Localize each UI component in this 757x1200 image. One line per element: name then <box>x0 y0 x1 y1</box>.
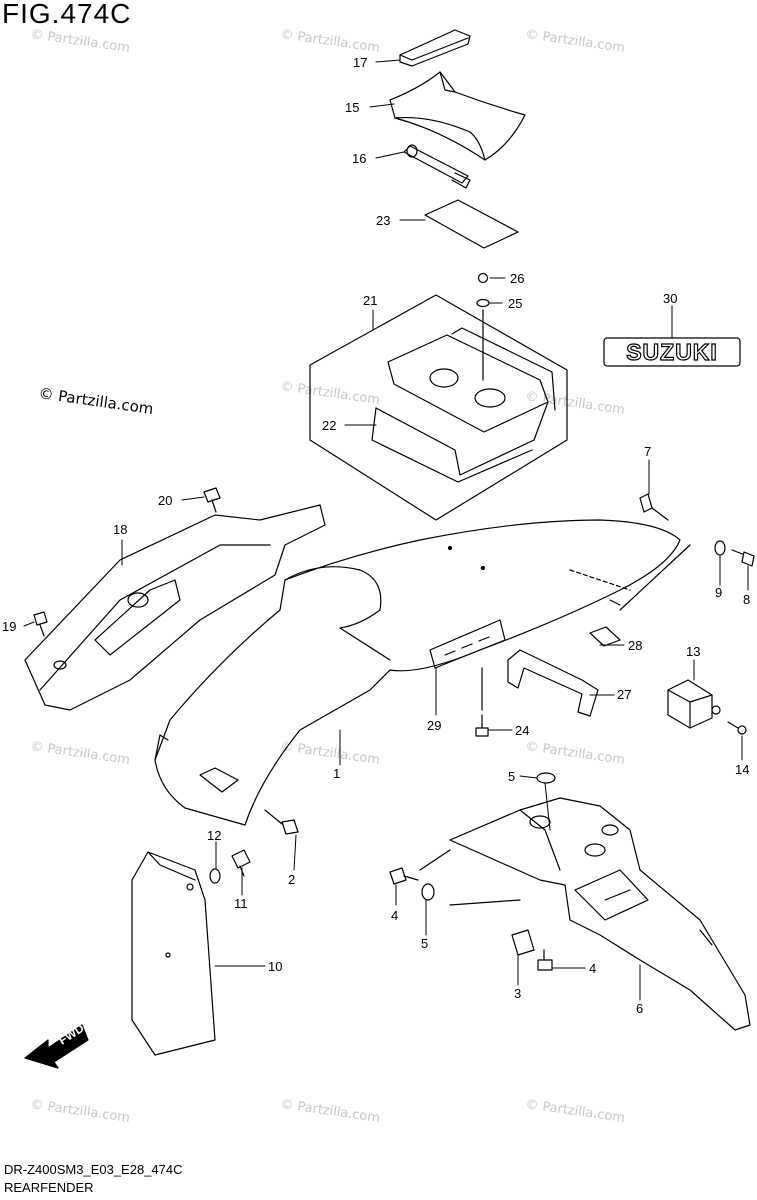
callout-19: 19 <box>2 619 16 634</box>
callout-4: 4 <box>589 961 596 976</box>
callout-18: 18 <box>113 522 127 537</box>
bolt-part <box>389 867 419 885</box>
pad-part <box>589 626 621 647</box>
callout-22: 22 <box>322 418 336 433</box>
callout-20: 20 <box>158 493 172 508</box>
clip-part <box>639 493 669 521</box>
connector-part <box>667 679 721 729</box>
watermark: © Partzilla.com <box>524 739 625 768</box>
callout-7: 7 <box>644 444 651 459</box>
watermark: © Partzilla.com <box>29 1097 130 1126</box>
bolt-part <box>731 549 755 567</box>
tray-group-outline <box>309 294 568 521</box>
callout-23: 23 <box>376 213 390 228</box>
figure-title: FIG.474C <box>2 0 132 29</box>
watermark: © Partzilla.com <box>279 739 380 768</box>
watermark: © Partzilla.com <box>29 739 130 768</box>
bolt-part <box>264 809 299 835</box>
side-cover-part <box>24 504 326 711</box>
bolt-part <box>231 849 251 877</box>
callout-12: 12 <box>207 828 221 843</box>
callout-3: 3 <box>514 986 521 1001</box>
watermark: © Partzilla.com <box>524 389 625 418</box>
callout-26: 26 <box>510 271 524 286</box>
callout-30: 30 <box>663 291 677 306</box>
callout-28: 28 <box>628 638 642 653</box>
brand-decal-text: SUZUKI <box>626 339 718 365</box>
lower-fender-part <box>419 797 751 1031</box>
watermarks: © Partzilla.com © Partzilla.com © Partzi… <box>29 27 625 1126</box>
callout-5: 5 <box>421 936 428 951</box>
grommet-part <box>536 772 556 784</box>
callout-14: 14 <box>735 762 749 777</box>
grab-handle-part <box>507 649 599 717</box>
tool-tray-part <box>371 309 556 483</box>
callout-16: 16 <box>352 151 366 166</box>
bolt-part <box>33 611 48 637</box>
leader-lines <box>23 59 749 1001</box>
part-callouts: 1 2 3 4 4 5 5 6 7 8 9 10 11 12 13 14 15 … <box>2 55 750 1016</box>
nut-part <box>477 272 489 284</box>
washer-part <box>476 298 490 308</box>
watermark: © Partzilla.com <box>29 27 130 56</box>
strap-part <box>399 29 471 67</box>
mud-flap-part <box>131 851 216 1056</box>
clip-part <box>511 929 535 956</box>
washer-part <box>209 868 221 884</box>
rear-fender-part <box>154 519 681 826</box>
forward-arrow <box>24 1024 89 1069</box>
callout-8: 8 <box>743 592 750 607</box>
callout-4: 4 <box>391 908 398 923</box>
bolt-part <box>203 487 221 513</box>
callout-13: 13 <box>686 644 700 659</box>
tool-bag-part <box>389 71 526 161</box>
callout-15: 15 <box>345 100 359 115</box>
callout-24: 24 <box>515 723 529 738</box>
screw-part <box>727 721 747 735</box>
watermark: © Partzilla.com <box>524 1097 625 1126</box>
callout-1: 1 <box>333 766 340 781</box>
watermark: © Partzilla.com <box>279 379 380 408</box>
footer-name: REARFENDER <box>4 1180 94 1195</box>
callout-10: 10 <box>268 959 282 974</box>
callout-2: 2 <box>288 872 295 887</box>
manual-sheet-part <box>424 199 519 249</box>
tool-part <box>403 144 471 189</box>
watermark: © Partzilla.com <box>279 1097 380 1126</box>
callout-11: 11 <box>234 896 248 911</box>
callout-29: 29 <box>427 718 441 733</box>
watermark: © Partzilla.com <box>279 27 380 56</box>
watermark-dark: © Partzilla.com <box>37 384 154 418</box>
washer-part <box>714 540 726 556</box>
callout-17: 17 <box>353 55 367 70</box>
callout-25: 25 <box>508 296 522 311</box>
callout-5: 5 <box>508 769 515 784</box>
callout-21: 21 <box>363 293 377 308</box>
bolt-part <box>537 949 553 971</box>
bolt-part <box>475 714 489 737</box>
watermark: © Partzilla.com <box>524 27 625 56</box>
callout-6: 6 <box>636 1001 643 1016</box>
footer-code: DR-Z400SM3_E03_E28_474C <box>4 1162 183 1177</box>
callout-9: 9 <box>715 585 722 600</box>
callout-27: 27 <box>617 687 631 702</box>
grommet-part <box>421 883 435 901</box>
